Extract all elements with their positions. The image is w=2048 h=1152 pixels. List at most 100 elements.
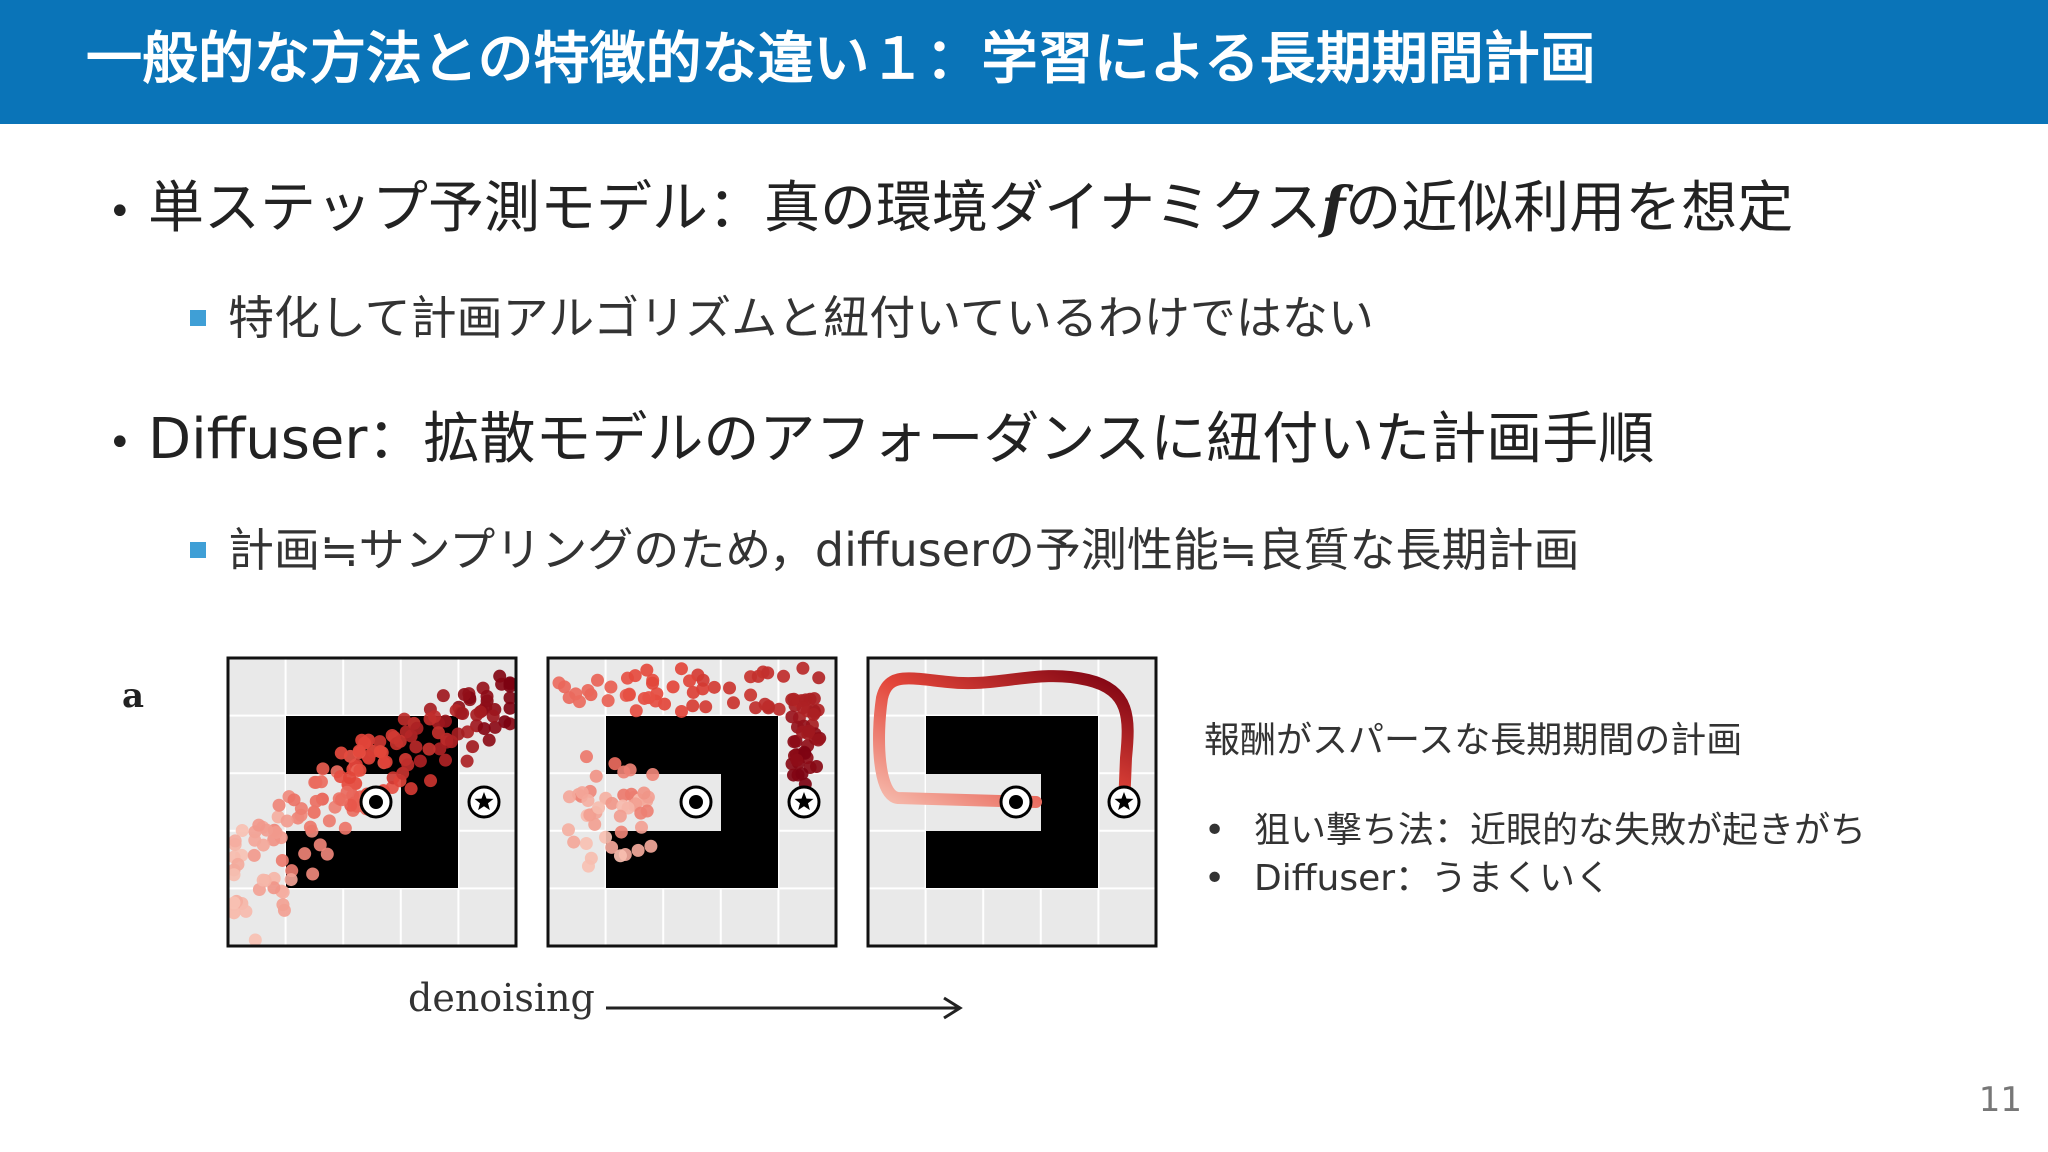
sample-particle — [423, 712, 437, 726]
sample-particle — [558, 680, 572, 694]
sample-particle — [239, 904, 253, 918]
sample-particle — [589, 769, 603, 783]
bullet-1-text-after: の近似利用を想定 — [1345, 176, 1794, 241]
sample-particle — [503, 691, 517, 705]
sample-particle — [629, 704, 643, 718]
sample-particle — [601, 694, 615, 708]
dynamics-symbol: f — [1321, 175, 1346, 241]
star-goal-icon — [787, 785, 821, 819]
sample-particle — [410, 721, 424, 735]
sample-particle — [460, 754, 474, 768]
sample-particle — [802, 724, 816, 738]
sample-particle — [592, 801, 606, 815]
sample-particle — [227, 868, 241, 882]
sub-bullet-2: 計画≒サンプリングのため，diffuserの予測性能≒良質な長期計画 — [190, 522, 1580, 578]
sample-particle — [744, 688, 758, 702]
sample-particle — [790, 753, 804, 767]
sample-particle — [795, 767, 809, 781]
maze-panel-3 — [866, 656, 1158, 948]
sample-particle — [622, 688, 636, 702]
sample-particle — [787, 692, 801, 706]
sample-particle — [674, 662, 688, 676]
sample-particle — [623, 763, 637, 777]
sample-particle — [785, 710, 799, 724]
sample-particle — [579, 750, 593, 764]
sample-particle — [583, 808, 597, 822]
sample-particle — [772, 702, 786, 716]
sample-particle — [683, 674, 697, 688]
sample-particle — [284, 873, 298, 887]
circle-target-icon — [359, 785, 393, 819]
sample-particle — [334, 746, 348, 760]
bullet-dot: • — [108, 188, 132, 235]
sample-particle — [477, 722, 491, 736]
sub-bullet-marker — [190, 309, 206, 326]
sample-particle — [438, 753, 452, 767]
sample-particle — [488, 720, 502, 734]
sample-particle — [486, 709, 500, 723]
sample-particle — [373, 745, 387, 759]
slide-title: 一般的な方法との特徴的な違い１：学習による長期期間計画 — [86, 27, 1596, 92]
sample-particle — [456, 706, 470, 720]
sample-particle — [796, 701, 810, 715]
note-title: 報酬がスパースな長期期間の計画 — [1204, 720, 1743, 761]
sample-particle — [482, 733, 496, 747]
sample-particle — [404, 782, 418, 796]
diffuser-maze-figure — [226, 656, 1158, 1020]
sample-particle — [227, 906, 241, 920]
sample-particle — [503, 676, 517, 690]
sample-particle — [338, 821, 352, 835]
sample-particle — [758, 697, 772, 711]
circle-target-icon — [679, 785, 713, 819]
sample-particle — [498, 715, 512, 729]
planned-trajectory — [873, 670, 1134, 812]
star-goal-icon — [1107, 785, 1141, 819]
sample-particle — [228, 834, 242, 848]
sample-particle — [628, 669, 642, 683]
sample-particle — [777, 669, 791, 683]
sample-particle — [613, 849, 627, 863]
note-bullet-dot: • — [1204, 858, 1226, 899]
sample-particle — [275, 853, 289, 867]
sample-particle — [272, 798, 286, 812]
bullet-2: •Diffuser：拡散モデルのアフォーダンスに紐付いた計画手順 — [108, 408, 1654, 475]
sample-particle — [581, 684, 595, 698]
star-goal-icon — [467, 785, 501, 819]
note-bullet-dot: • — [1204, 810, 1226, 851]
sample-particle — [807, 708, 821, 722]
sample-particle — [789, 734, 803, 748]
sample-particle — [473, 705, 487, 719]
sample-particle — [401, 758, 415, 772]
sample-particle — [231, 857, 245, 871]
sample-particle — [617, 788, 631, 802]
note-item-2-text: Diffuser：うまくいく — [1254, 858, 1612, 899]
sample-particle — [605, 840, 619, 854]
bullet-dot: • — [108, 419, 132, 466]
circle-target-icon — [999, 785, 1033, 819]
sample-particle — [313, 838, 327, 852]
sample-particle — [248, 933, 262, 947]
denoising-arrow — [606, 996, 963, 1020]
sample-particle — [457, 688, 471, 702]
sample-particle — [413, 754, 427, 768]
sample-particle — [227, 896, 241, 910]
sample-particle — [503, 701, 517, 715]
maze-panel-1 — [226, 656, 518, 948]
figure-panel-label: a — [122, 676, 145, 716]
sample-particle — [699, 700, 713, 714]
bullet-1-text: 単ステップ予測モデル：真の環境ダイナミクス — [148, 176, 1322, 241]
sample-particle — [438, 714, 452, 728]
note-item-1: •狙い撃ち法：近眼的な失敗が起きがち — [1204, 808, 1866, 854]
sample-particle — [621, 801, 635, 815]
sample-particle — [352, 744, 366, 758]
sample-particle — [355, 733, 369, 747]
sample-particle — [422, 742, 436, 756]
sample-particle — [723, 681, 737, 695]
sample-particle — [686, 699, 700, 713]
sample-particle — [306, 867, 320, 881]
sample-particle — [373, 735, 387, 749]
sample-particle — [599, 830, 613, 844]
sample-particle — [807, 692, 821, 706]
sample-particle — [235, 823, 249, 837]
sample-particle — [575, 786, 589, 800]
